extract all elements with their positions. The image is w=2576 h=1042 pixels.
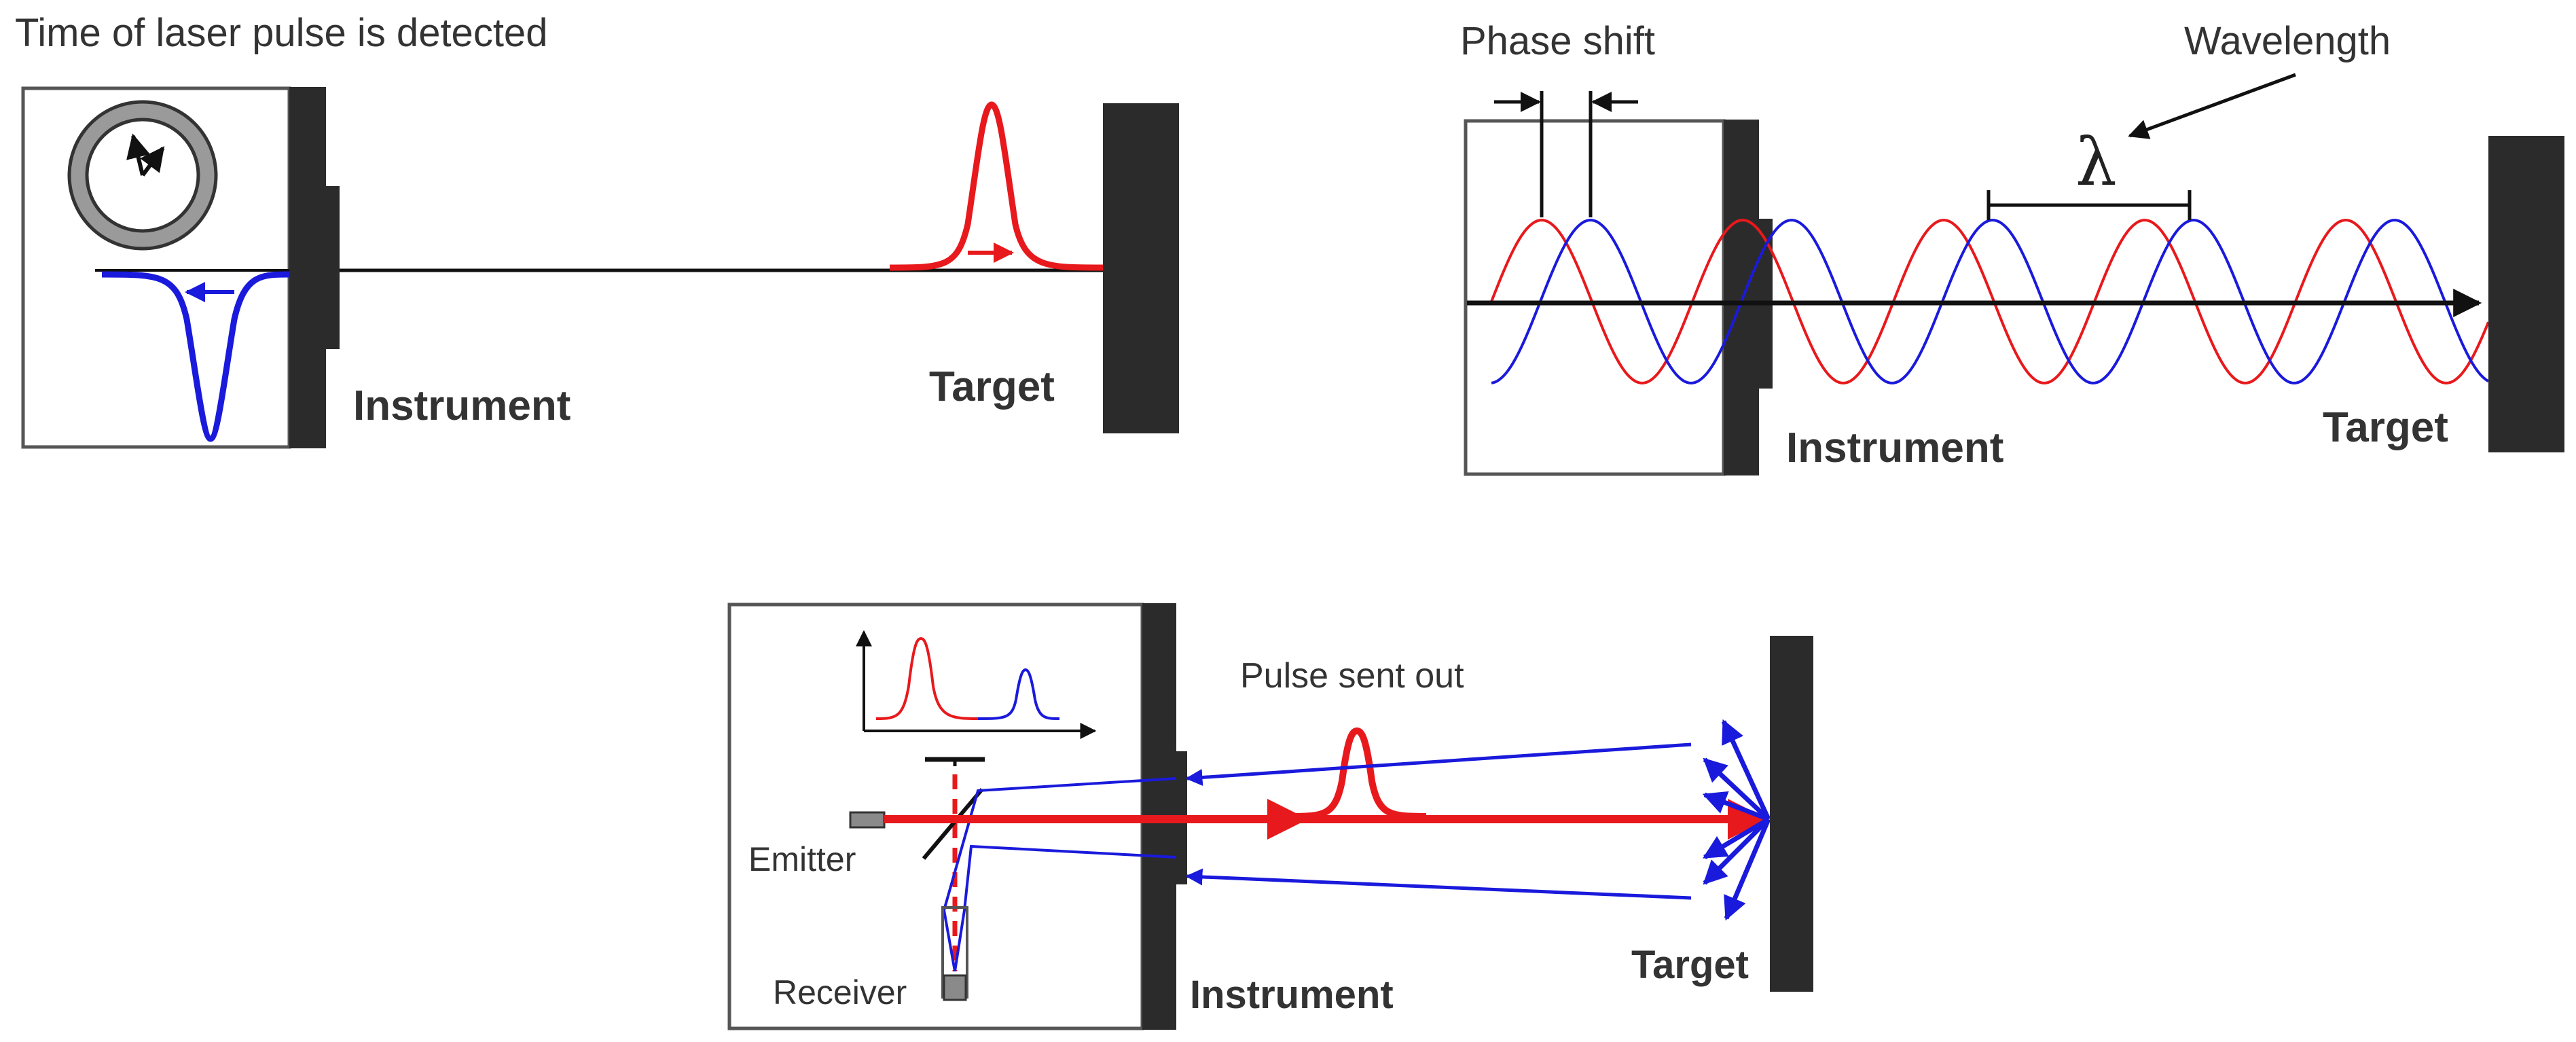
- phase-emitted-wave: [1490, 219, 2490, 384]
- scatter-arrows: [1702, 719, 1771, 921]
- inset-emitted-peak: [875, 636, 979, 720]
- tof-instrument-label: Instrument: [353, 382, 570, 429]
- lambda-symbol: λ: [2075, 124, 2117, 200]
- tof-returned-pulse: [101, 271, 290, 442]
- tof-emitted-pulse: [889, 101, 1104, 271]
- tof-target: [1103, 103, 1179, 433]
- phase-instrument-wall: [1724, 120, 1759, 475]
- receiver-label: Receiver: [773, 973, 907, 1011]
- pulse-sent-out-label: Pulse sent out: [1240, 656, 1464, 696]
- pulse-target-label: Target: [1631, 943, 1749, 987]
- waveform-inset-chart: [856, 630, 1097, 739]
- phase-target-label: Target: [2323, 404, 2448, 451]
- tof-target-label: Target: [929, 363, 1055, 410]
- return-ray-lower-inner: [954, 844, 1177, 972]
- inset-returned-peak: [977, 668, 1060, 720]
- tof-panel: Time of laser pulse is detected Instrume…: [15, 11, 1179, 449]
- beam-splitter-mirror: [922, 788, 984, 860]
- emitter-label: Emitter: [748, 840, 856, 878]
- return-ray-upper-inner: [942, 777, 1177, 972]
- phase-instrument-box: [1464, 119, 1726, 476]
- phase-shift-label: Phase shift: [1460, 19, 1655, 63]
- wavelength-label: Wavelength: [2184, 19, 2391, 63]
- phase-panel: Phase shift Wavelength λ Instrument Targ…: [1460, 19, 2564, 476]
- phase-target: [2488, 136, 2564, 452]
- tof-instrument-wall: [289, 87, 326, 448]
- clock-icon: [67, 100, 218, 251]
- pulse-target: [1770, 636, 1813, 992]
- wavelength-pointer-arrow: [2128, 73, 2296, 139]
- return-ray-lower: [1185, 868, 1692, 900]
- pulse-instrument-label: Instrument: [1190, 973, 1394, 1017]
- pulse-panel: Pulse sent out Emitter Receiver Instrume…: [727, 603, 1813, 1030]
- tof-instrument-window: [326, 186, 340, 349]
- phase-instrument-label: Instrument: [1786, 425, 2003, 471]
- phase-returned-wave: [1491, 219, 2490, 384]
- emitter-icon: [849, 811, 886, 829]
- tof-title: Time of laser pulse is detected: [15, 11, 547, 55]
- sent-pulse: [1290, 727, 1427, 820]
- receiver-icon: [943, 974, 967, 1001]
- return-ray-upper: [1185, 742, 1692, 786]
